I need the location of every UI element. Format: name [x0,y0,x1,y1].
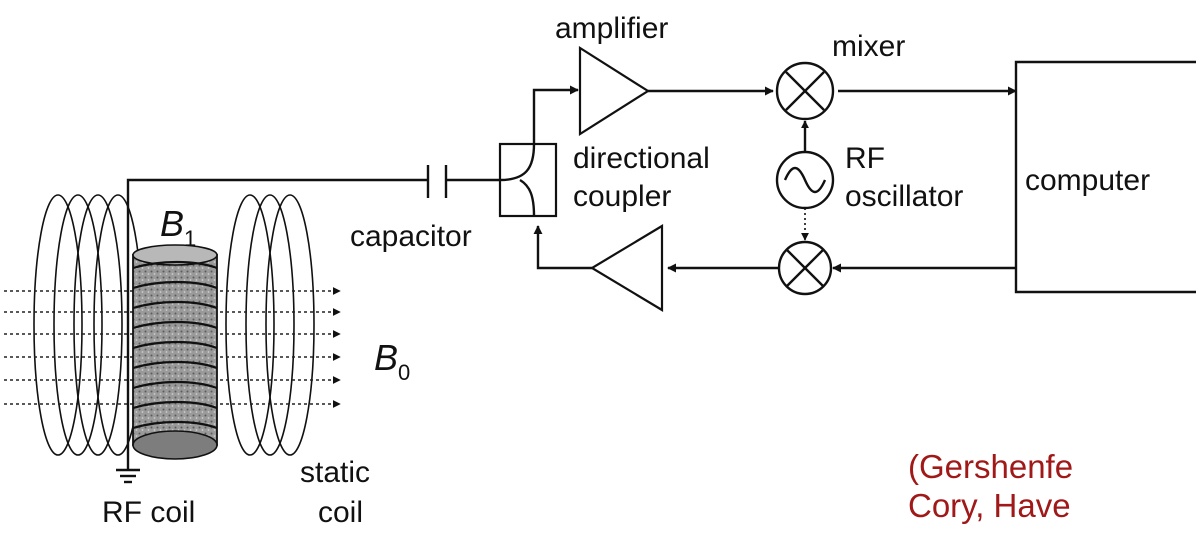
directional-label: directional [573,142,710,175]
coil-wiring [126,178,428,455]
rf-oscillator-symbol [775,120,835,241]
amplifier-upper-symbol [578,46,651,136]
b0-symbol: B0 [374,337,410,385]
b0-subscript: 0 [398,360,410,385]
rf-coil-label: RF coil [102,496,195,529]
b0-letter: B [374,337,398,378]
b1-subscript: 1 [184,226,196,251]
amplifier-lower-symbol [589,224,664,312]
ground-symbol [116,455,140,484]
transmit-lower-path [533,224,1016,312]
oscillator-label: oscillator [845,180,963,213]
citation-line-1: (Gershenfe [908,448,1073,485]
b1-letter: B [160,203,184,244]
directional-coupler [498,142,558,218]
amplifier-label: amplifier [555,12,668,45]
static-label: static [300,456,370,489]
coil-label: coil [318,496,363,529]
mixer-upper-symbol [775,61,835,121]
citation-line-2: Cory, Have [908,487,1071,524]
transmit-receive-upper-path [532,46,1017,144]
capacitor-label: capacitor [350,220,472,253]
rf-coil [132,244,218,460]
computer-label: computer [1025,164,1150,197]
coupler-label: coupler [573,180,671,213]
mixer-label: mixer [832,30,905,63]
static-coil-right [225,194,315,456]
b1-symbol: B1 [160,203,196,251]
static-coil-left [33,194,143,456]
capacitor-symbol [426,165,500,198]
mixer-lower-symbol [777,240,833,296]
computer-box [1014,60,1196,294]
rf-label: RF [845,142,885,175]
